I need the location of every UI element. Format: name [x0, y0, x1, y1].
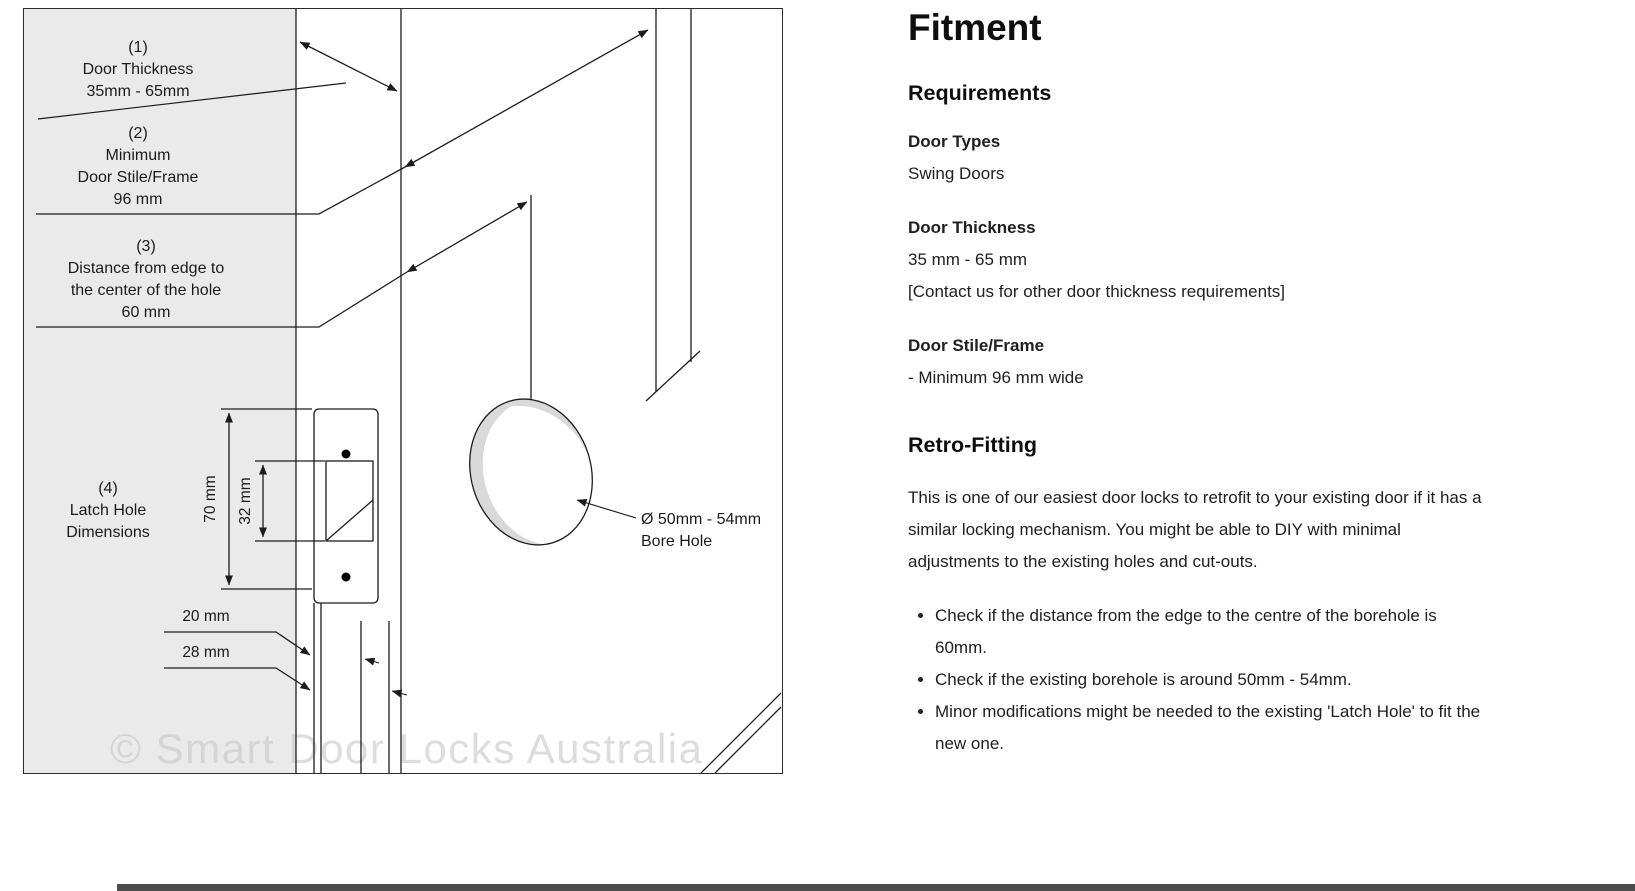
panel-corner-line-2 [714, 706, 782, 773]
label-4-number: (4) [98, 480, 118, 497]
door-thickness-value: 35 mm - 65 mm [908, 250, 1028, 269]
dimension-arrow-stile-width [404, 29, 649, 168]
dimension-arrow-door-thickness [299, 41, 398, 92]
dimension-text-20mm: 20 mm [182, 608, 229, 625]
fitment-content: Fitment Requirements Door Types Swing Do… [908, 0, 1490, 760]
leader-line-20mm [164, 631, 311, 656]
latch-hole-cutout [325, 460, 374, 542]
requirements-heading: Requirements [908, 81, 1052, 105]
leader-line-stile-width [36, 166, 406, 215]
door-stile-spec: Door Stile/Frame - Minimum 96 mm wide [908, 330, 1490, 394]
label-2-number: (2) [128, 125, 148, 142]
watermark-text: © Smart Door Locks Australia [110, 725, 703, 772]
latch-faceplate [313, 408, 379, 604]
faceplate-screw-top [341, 449, 351, 459]
retrofitting-checklist: Check if the distance from the edge to t… [908, 600, 1490, 760]
page-title: Fitment [908, 7, 1042, 48]
bore-hole-label-text: Bore Hole [641, 533, 712, 550]
dimension-text-70mm: 70 mm [202, 475, 219, 522]
panel-corner-line-1 [700, 692, 782, 773]
leader-line-28mm [164, 667, 311, 691]
door-types-value: Swing Doors [908, 164, 1005, 183]
leader-line-edge-to-hole [36, 271, 408, 328]
dimension-text-28mm: 28 mm [182, 644, 229, 661]
door-stile-label: Door Stile/Frame [908, 336, 1045, 355]
leader-line-door-thickness [37, 82, 347, 120]
label-2-text-1: Minimum [106, 147, 171, 164]
label-3-text-1: Distance from edge to [68, 260, 225, 277]
door-stile-value: - Minimum 96 mm wide [908, 368, 1084, 387]
counter-arrow-28mm [391, 689, 408, 698]
bore-hole-ellipse [469, 398, 593, 546]
label-1-value: 35mm - 65mm [86, 83, 189, 100]
door-fitment-drawing: © Smart Door Locks Australia (1) Door Th… [24, 9, 782, 773]
door-thickness-label: Door Thickness [908, 218, 1036, 237]
label-4-text-2: Dimensions [66, 524, 150, 541]
latch-bolt-bevel-line [325, 499, 374, 542]
label-3-text-2: the center of the hole [71, 282, 221, 299]
door-types-spec: Door Types Swing Doors [908, 126, 1490, 190]
bore-hole-label-value: Ø 50mm - 54mm [641, 511, 761, 528]
label-3-number: (3) [136, 238, 156, 255]
bore-hole-inner [482, 399, 606, 545]
retrofitting-heading: Retro-Fitting [908, 433, 1037, 457]
checklist-item: Check if the existing borehole is around… [935, 664, 1490, 696]
retrofitting-paragraph: This is one of our easiest door locks to… [908, 488, 1482, 571]
door-thickness-note: [Contact us for other door thickness req… [908, 282, 1286, 301]
label-1-number: (1) [128, 39, 148, 56]
door-stile-shaded-region [24, 9, 296, 773]
next-section-edge [117, 884, 1635, 891]
fitment-diagram: © Smart Door Locks Australia (1) Door Th… [23, 8, 783, 774]
dimension-text-32mm: 32 mm [237, 477, 254, 524]
door-thickness-spec: Door Thickness 35 mm - 65 mm [Contact us… [908, 212, 1490, 308]
label-3-value: 60 mm [122, 304, 171, 321]
faceplate-screw-bottom [341, 572, 351, 582]
label-2-value: 96 mm [114, 191, 163, 208]
leader-line-bore-hole [576, 498, 637, 519]
label-4-text-1: Latch Hole [70, 502, 147, 519]
label-1-text: Door Thickness [83, 61, 194, 78]
checklist-item: Check if the distance from the edge to t… [935, 600, 1490, 664]
checklist-item: Minor modifications might be needed to t… [935, 696, 1490, 760]
panel-moulding-miter [645, 350, 701, 402]
label-2-text-2: Door Stile/Frame [78, 169, 199, 186]
counter-arrow-20mm [364, 657, 380, 666]
door-types-label: Door Types [908, 132, 1001, 151]
dimension-arrow-edge-to-hole [406, 201, 528, 273]
